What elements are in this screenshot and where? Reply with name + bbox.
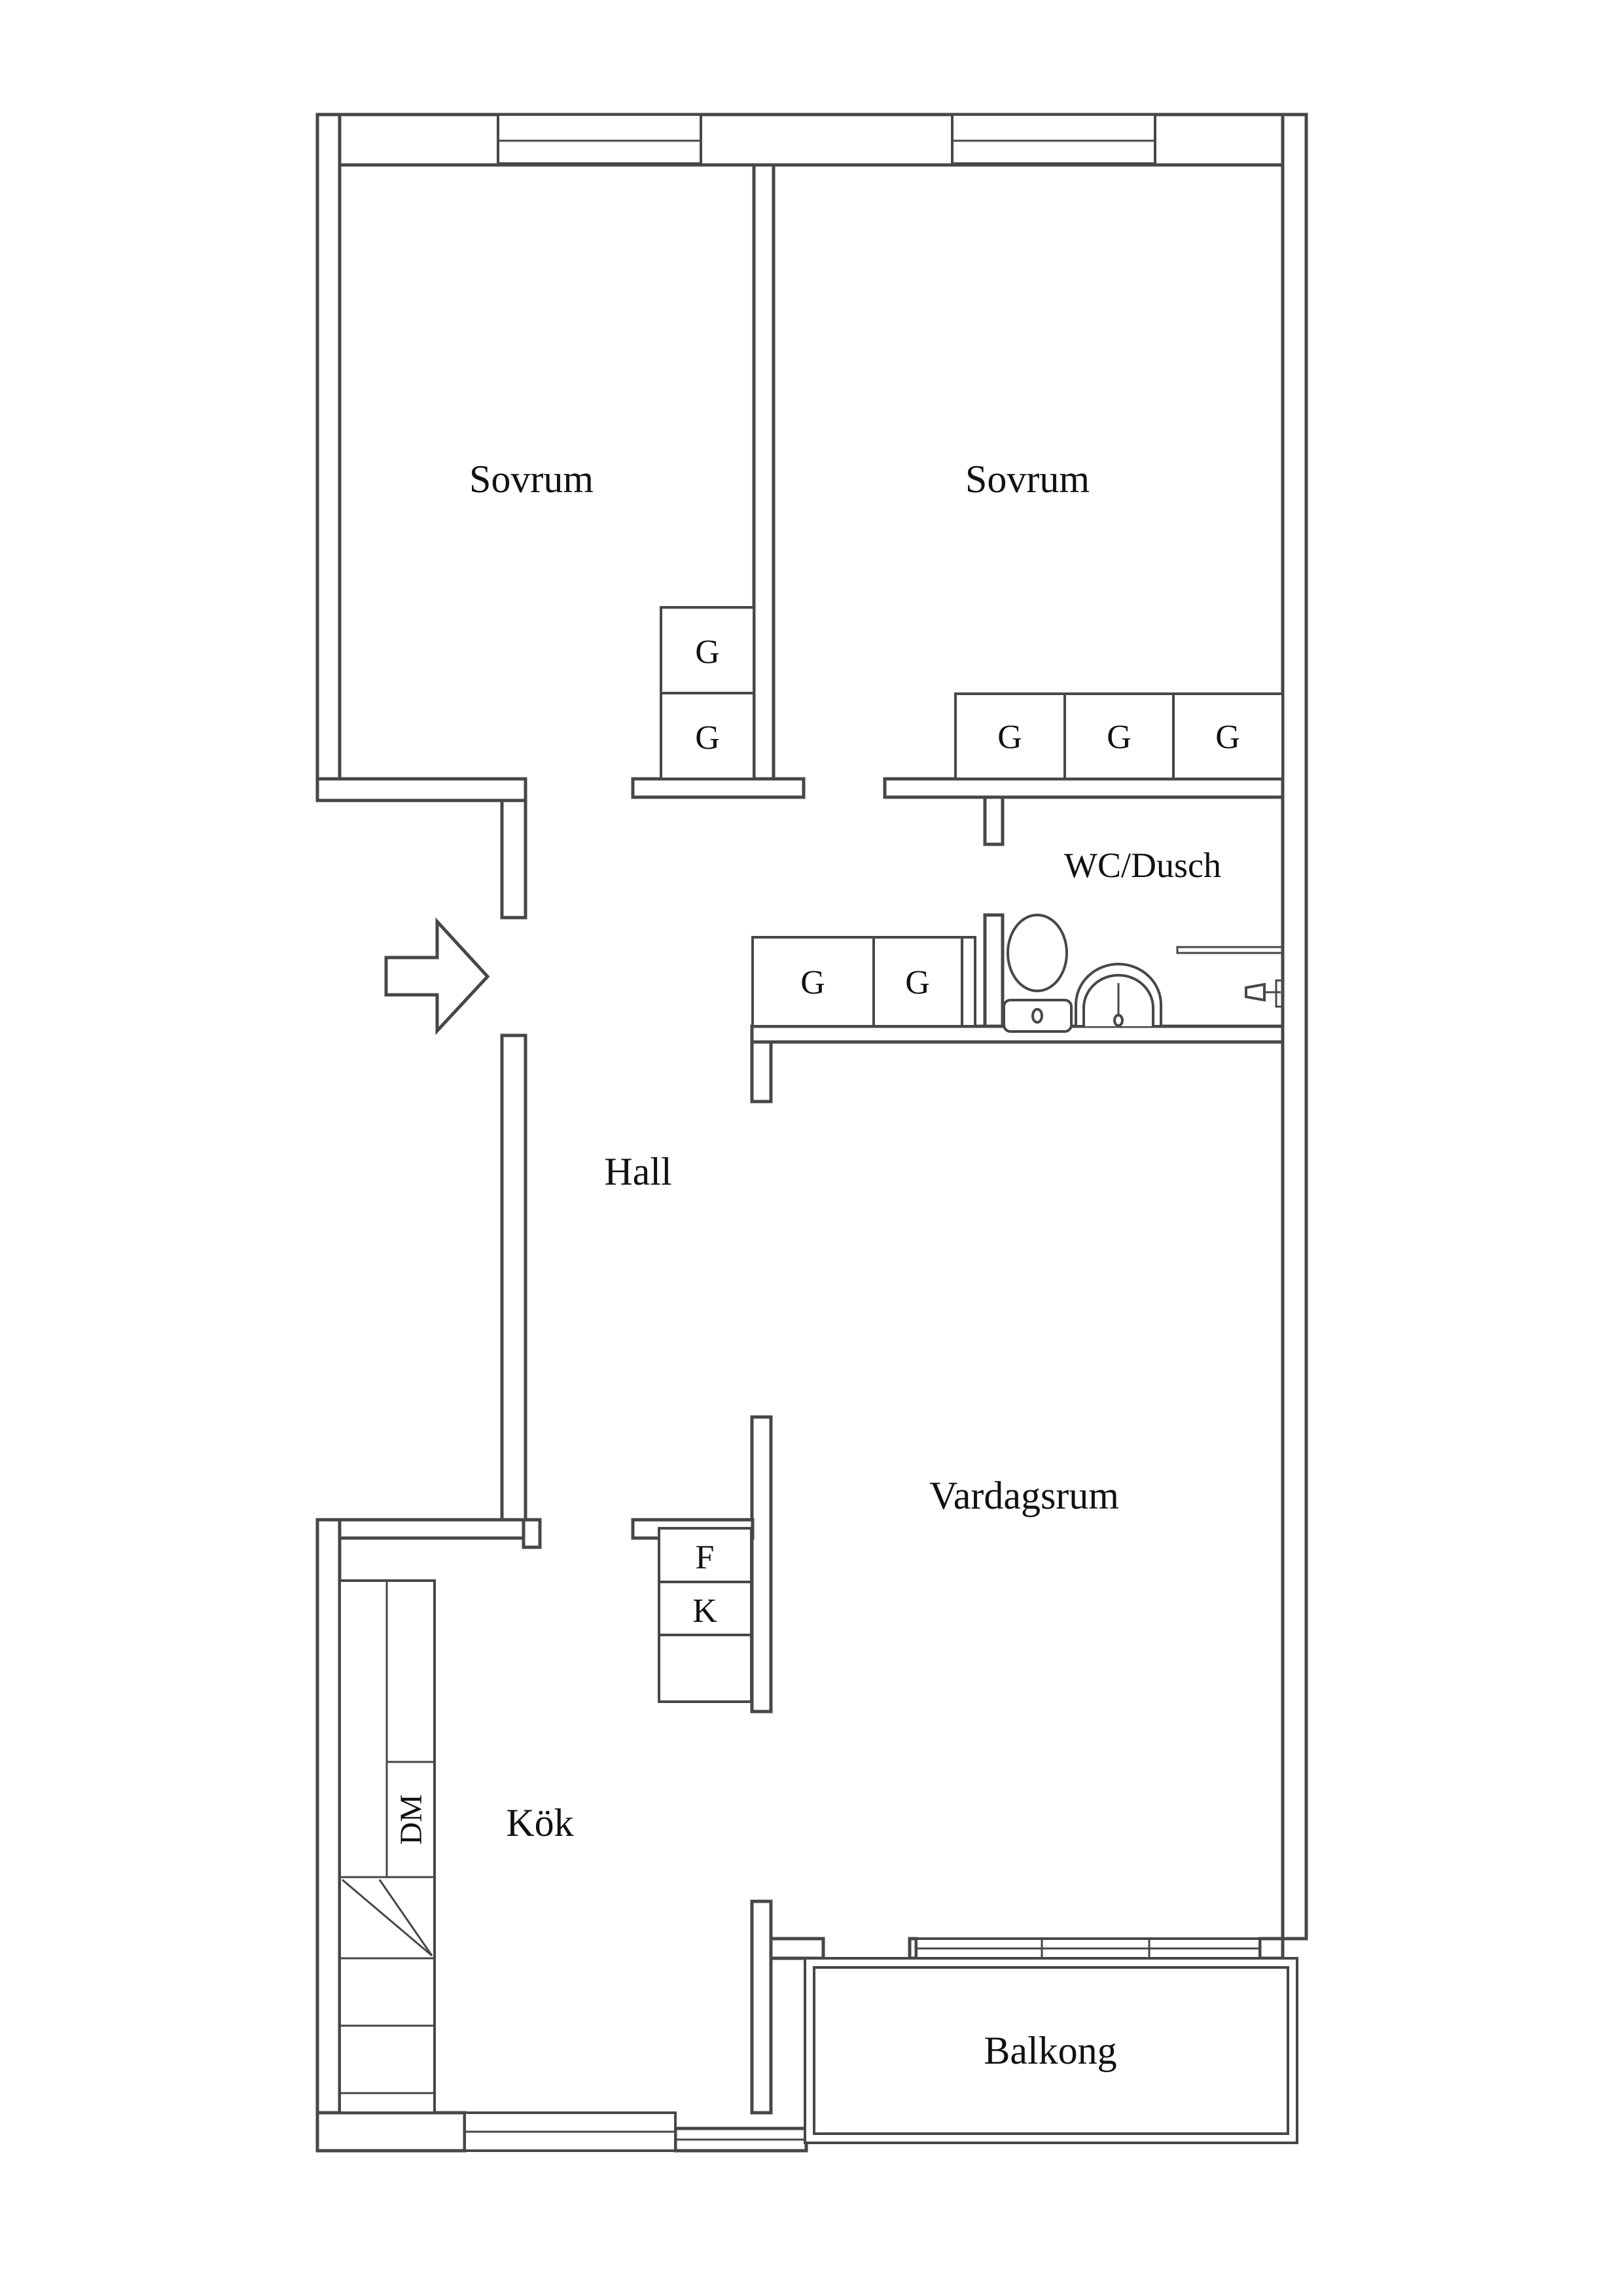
toilet-bowl	[1007, 914, 1068, 992]
wardrobe-label-b2-3: G	[1215, 719, 1240, 756]
wall-kitchen-door-stub	[522, 1518, 542, 1549]
wall-left-kitchen	[315, 1518, 342, 2153]
bathroom-fixtures	[1003, 914, 1284, 1033]
room-label-hall: Hall	[604, 1150, 671, 1193]
fridge-box	[658, 1527, 753, 1583]
wall-hall-left-lower	[500, 1033, 527, 1522]
wall-bedrooms-bottom-left	[315, 777, 527, 802]
stove-mark-line-2	[378, 1879, 433, 1956]
stove-mark-line-1	[342, 1878, 433, 1957]
fridge-label: F	[696, 1539, 715, 1576]
walls	[315, 113, 1308, 2153]
wall-divider-segment-a	[750, 1040, 773, 1103]
kitchen-fittings	[338, 1527, 753, 2114]
wardrobe-hall-2	[872, 936, 963, 1028]
windows	[463, 113, 1261, 2152]
dishwasher-label: DM	[394, 1794, 429, 1844]
wardrobe-bedroom2-1	[954, 692, 1066, 780]
wardrobe-label-b2-1: G	[997, 719, 1022, 756]
wardrobe-bedroom1-2	[660, 692, 755, 780]
shower-partition	[1176, 946, 1284, 954]
wall-wc-door-stub	[983, 795, 1005, 846]
wall-right	[1281, 113, 1308, 1941]
wall-top	[315, 113, 1308, 167]
balcony-railing-inner	[813, 1966, 1289, 2135]
wardrobe-label-hall-1: G	[800, 964, 825, 1001]
room-label-living: Vardagsrum	[929, 1474, 1119, 1517]
shower-head-icon	[1245, 982, 1266, 1002]
wall-divider-segment-c	[750, 1899, 773, 2115]
wall-living-bottom-left	[769, 1937, 825, 1960]
wall-bedroom-divider	[752, 163, 776, 781]
window-bedroom2	[951, 113, 1156, 165]
wardrobe-bedroom1-1	[660, 606, 755, 694]
room-label-bedroom1: Sovrum	[469, 457, 594, 501]
wall-kitchen-top-left	[315, 1518, 542, 1540]
wall-divider-segment-b	[750, 1415, 773, 1713]
wardrobe-label-b1-1: G	[695, 634, 720, 671]
wall-bedrooms-bottom-right	[883, 777, 1285, 799]
sink-drain	[1113, 1014, 1124, 1027]
room-label-bedroom2: Sovrum	[965, 457, 1090, 501]
room-label-balcony: Balkong	[984, 2029, 1116, 2072]
room-label-kitchen: Kök	[506, 1801, 573, 1844]
wall-bedrooms-bottom-mid	[631, 777, 806, 799]
wall-bottom-kitchen	[315, 2111, 467, 2153]
wardrobe-bedroom2-3	[1172, 692, 1284, 780]
entrance-arrow-icon	[384, 917, 490, 1035]
kitchen-tall-cabinet	[658, 1634, 753, 1703]
labels: Sovrum Sovrum WC/Dusch Hall Vardagsrum K…	[394, 457, 1240, 2072]
wardrobes	[660, 606, 1284, 1028]
toilet-flush-button	[1031, 1008, 1043, 1024]
freezer-box	[658, 1581, 753, 1636]
wardrobe-label-hall-2: G	[905, 964, 930, 1001]
wardrobe-label-b1-2: G	[695, 719, 720, 757]
room-label-bath: WC/Dusch	[1064, 846, 1221, 885]
shower-wall-bracket	[1275, 979, 1284, 1008]
wall-left-upper	[315, 113, 342, 802]
wall-wc-west	[983, 913, 1005, 1028]
wall-hall-left-upper	[500, 798, 527, 920]
wardrobe-label-b2-2: G	[1107, 719, 1132, 756]
balcony-structure	[804, 1957, 1298, 2144]
wall-living-bottom-right	[1258, 1937, 1285, 1960]
window-bedroom1	[497, 113, 702, 165]
wardrobe-bedroom2-2	[1063, 692, 1175, 780]
freezer-label: K	[692, 1592, 717, 1630]
wardrobe-hall-end-panel	[961, 936, 976, 1028]
